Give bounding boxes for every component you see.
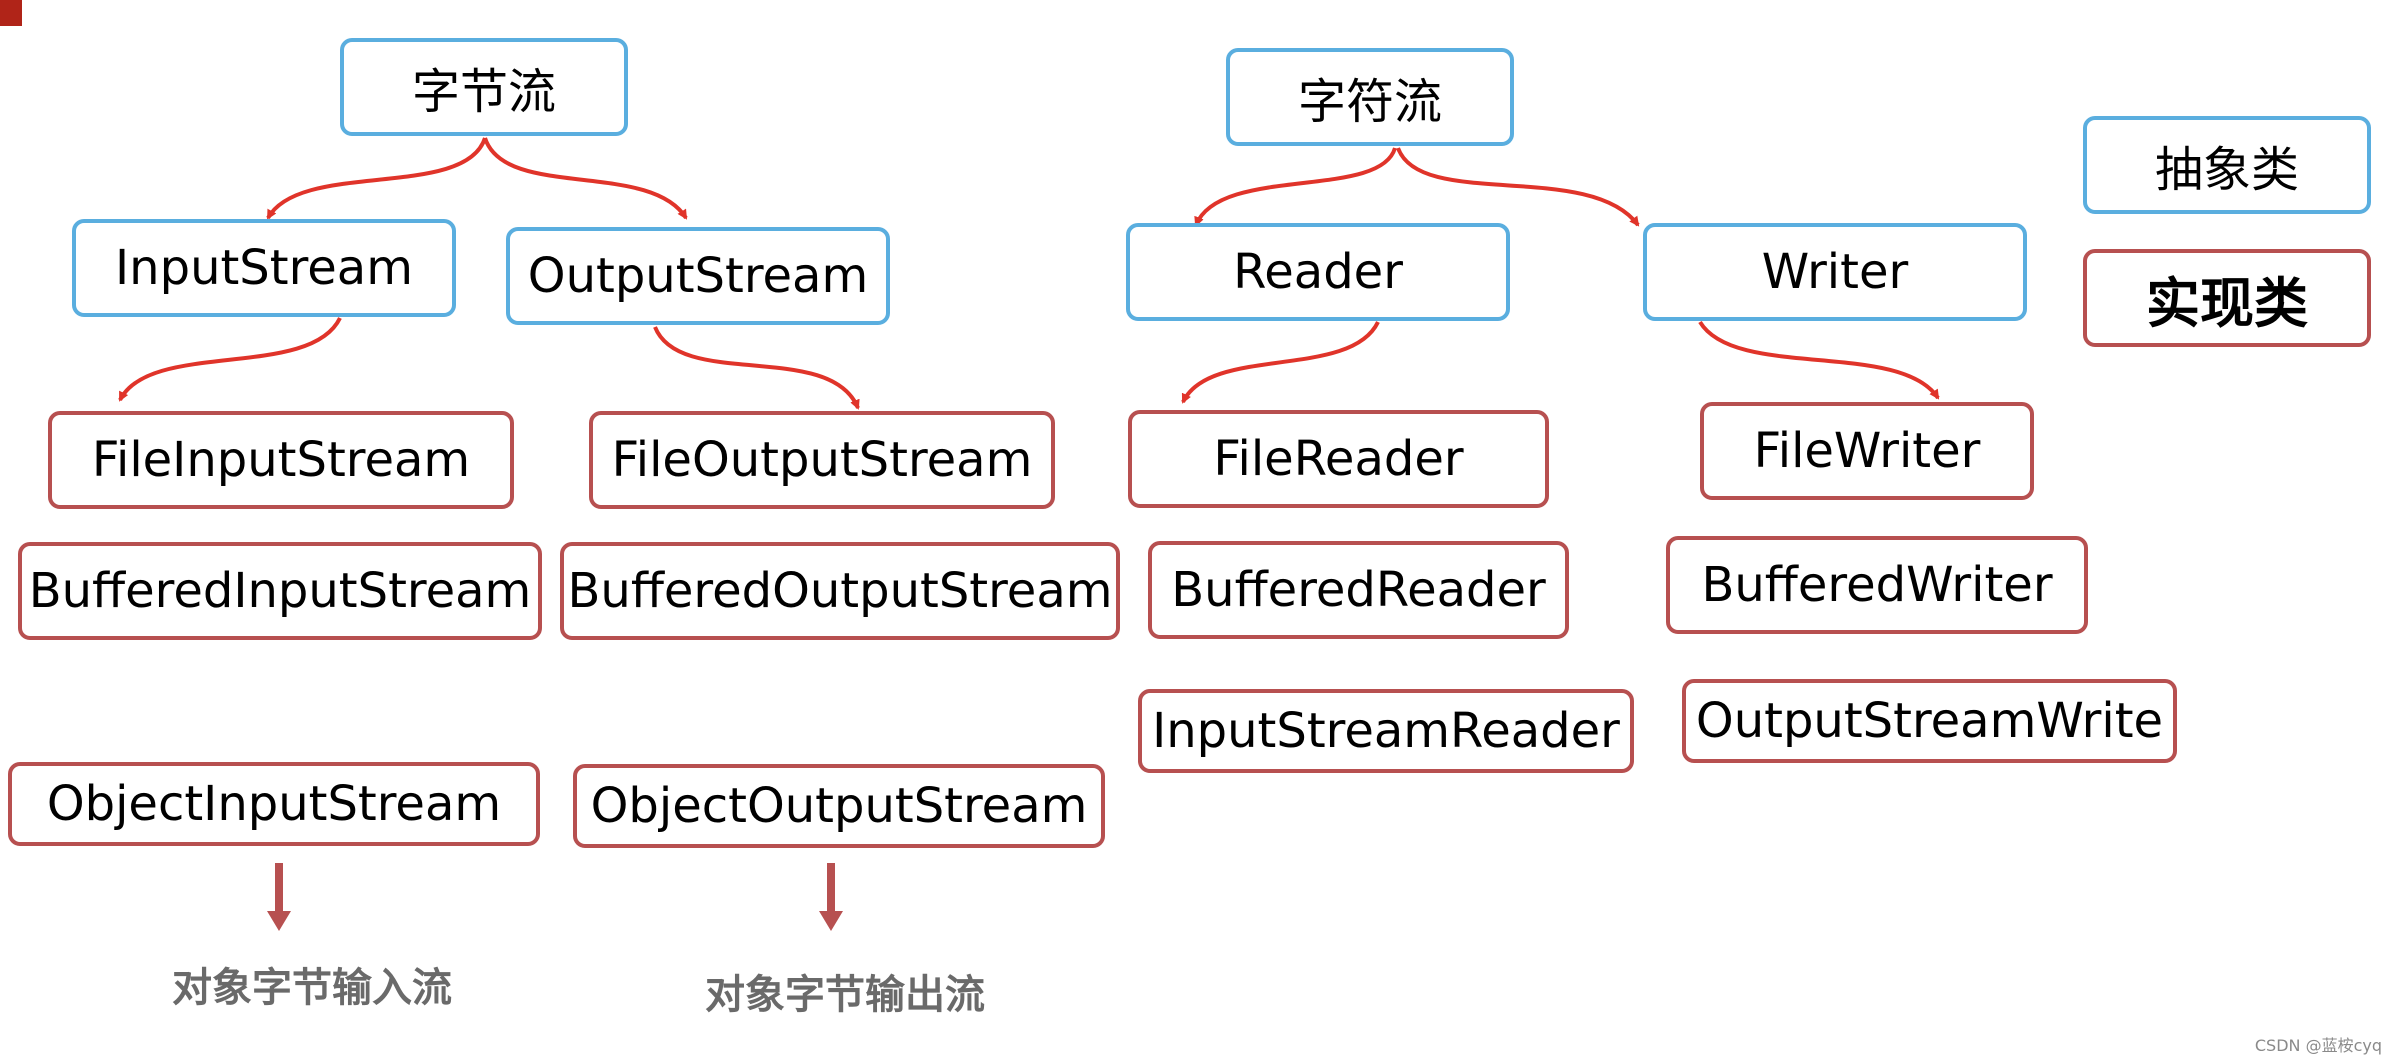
node-buffered-writer: BufferedWriter xyxy=(1666,536,2088,634)
down-arrow-object-output-shaft xyxy=(827,863,835,913)
edge-outputstream-to-fileoutputstream xyxy=(653,326,860,410)
legend-abstract-class: 抽象类 xyxy=(2083,116,2371,214)
down-arrows xyxy=(267,863,843,931)
node-file-input-stream: FileInputStream xyxy=(48,411,514,509)
node-input-stream: InputStream xyxy=(72,219,456,317)
node-reader: Reader xyxy=(1126,223,1510,321)
note-object-byte-input: 对象字节输入流 xyxy=(172,965,452,1011)
note-object-byte-output: 对象字节输出流 xyxy=(705,972,985,1018)
node-output-stream-write: OutputStreamWrite xyxy=(1682,679,2177,763)
node-input-stream-reader: InputStreamReader xyxy=(1138,689,1634,773)
node-byte-stream: 字节流 xyxy=(340,38,628,136)
down-arrow-object-input-shaft xyxy=(275,863,283,913)
edge-char-to-reader xyxy=(1194,147,1397,227)
node-buffered-reader: BufferedReader xyxy=(1148,541,1569,639)
node-object-input-stream: ObjectInputStream xyxy=(8,762,540,846)
node-file-output-stream: FileOutputStream xyxy=(589,411,1055,509)
edge-inputstream-to-fileinputstream xyxy=(118,317,342,402)
node-writer: Writer xyxy=(1643,223,2027,321)
edge-reader-to-filereader xyxy=(1181,321,1380,404)
node-file-writer: FileWriter xyxy=(1700,402,2034,500)
node-file-reader: FileReader xyxy=(1128,410,1549,508)
slide-corner-mark xyxy=(0,0,22,26)
node-output-stream: OutputStream xyxy=(506,227,890,325)
down-arrow-object-output-head xyxy=(819,911,843,931)
edge-byte-to-inputstream xyxy=(266,137,487,220)
edge-char-to-writer xyxy=(1396,147,1640,227)
node-object-output-stream: ObjectOutputStream xyxy=(573,764,1105,848)
watermark: CSDN @蓝桉cyq xyxy=(2254,1036,2382,1055)
edge-writer-to-filewriter xyxy=(1698,320,1940,400)
node-buffered-input-stream: BufferedInputStream xyxy=(18,542,542,640)
node-char-stream: 字符流 xyxy=(1226,48,1514,146)
legend-concrete-class: 实现类 xyxy=(2083,249,2371,347)
node-buffered-output-stream: BufferedOutputStream xyxy=(560,542,1120,640)
edge-byte-to-outputstream xyxy=(483,137,688,220)
down-arrow-object-input-head xyxy=(267,911,291,931)
